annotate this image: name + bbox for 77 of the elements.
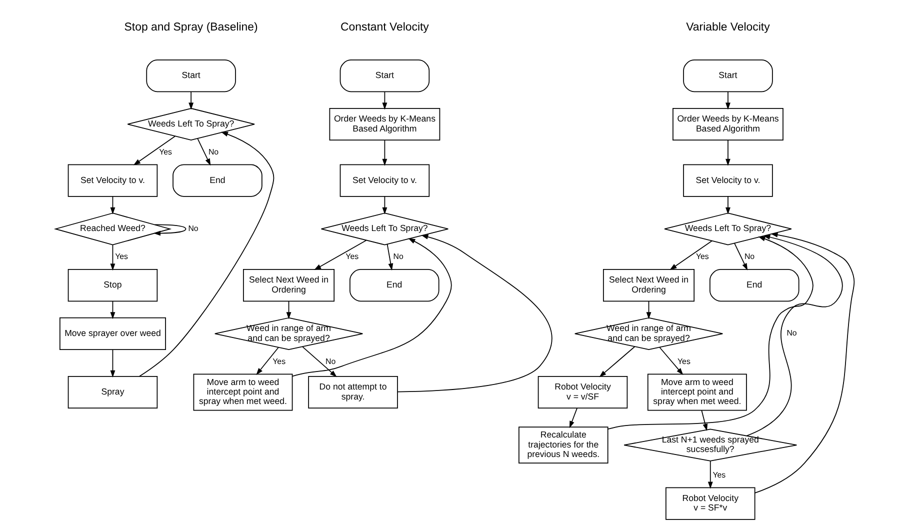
- arrow: [110, 349, 116, 378]
- arrow: [386, 244, 394, 271]
- arrow: [607, 236, 814, 430]
- edge-label: Yes: [712, 470, 726, 480]
- node-box: End: [350, 269, 440, 302]
- arrow: [659, 347, 684, 376]
- node-box: Set Velocity to v.: [340, 164, 430, 197]
- node-diamond: Reached Weed?: [54, 212, 172, 246]
- label: Constant Velocity: [340, 21, 429, 34]
- edge-label: Yes: [115, 252, 128, 262]
- arrow: [726, 196, 730, 214]
- node-box: Select Next Weed in Ordering: [243, 269, 335, 302]
- arrow: [382, 196, 388, 214]
- node-box: Start: [146, 60, 236, 92]
- arrow: [599, 346, 636, 378]
- arrow: [314, 240, 367, 270]
- node-box: Start: [340, 60, 430, 92]
- arrow: [110, 300, 116, 320]
- edge-label: No: [786, 328, 797, 338]
- node-box: Spray: [68, 376, 158, 409]
- node-box: Set Velocity to v.: [68, 164, 158, 197]
- edge-label: No: [208, 147, 219, 156]
- node-box: Select Next Weed in Ordering: [603, 269, 695, 302]
- arrow: [133, 136, 176, 166]
- arrow: [110, 196, 116, 214]
- edge-label: Yes: [696, 252, 709, 262]
- arrow: [256, 347, 279, 376]
- node-box: Robot Velocity v = SF*v: [665, 487, 756, 520]
- arrow: [382, 140, 388, 166]
- arrow: [292, 238, 452, 377]
- label: Variable Velocity: [686, 21, 770, 34]
- arrow: [726, 140, 730, 166]
- arrow: [153, 224, 186, 236]
- arrow: [188, 91, 194, 110]
- node-box: Recalculate trajectories for the previous N weeds.: [518, 426, 608, 464]
- node-box: Set Velocity to v.: [683, 164, 773, 197]
- edge-label: No: [326, 356, 336, 366]
- arrow: [746, 234, 843, 436]
- edge-label: Yes: [346, 252, 359, 262]
- node-box: Stop: [68, 269, 158, 302]
- node-box: End: [710, 269, 800, 302]
- node-box: Robot Velocity v = v/SF: [538, 376, 628, 409]
- edge-label: No: [188, 224, 198, 233]
- edge-label: Yes: [159, 147, 172, 156]
- label: Stop and Spray (Baseline): [124, 21, 258, 34]
- arrow: [726, 91, 730, 110]
- arrow: [754, 232, 855, 494]
- node-box: Order Weeds by K-Means Based Algorithm: [329, 108, 440, 141]
- edge-label: No: [393, 252, 404, 262]
- node-diamond: Weeds Left To Spray?: [127, 108, 255, 141]
- arrow: [286, 300, 292, 320]
- node-diamond: Weeds Left To Spray?: [664, 212, 792, 246]
- node-diamond: Weed in range of arm and can be sprayed?: [574, 317, 724, 350]
- node-box: Do not attempt to spray.: [308, 376, 398, 409]
- arrow: [110, 244, 116, 271]
- node-diamond: Weed in range of arm and can be sprayed?: [214, 317, 364, 350]
- node-box: Move sprayer over weed: [59, 317, 166, 350]
- arrow: [138, 132, 274, 377]
- arrow: [197, 138, 211, 166]
- edge-label: Yes: [678, 356, 690, 366]
- node-box: End: [172, 164, 262, 197]
- arrow: [734, 242, 748, 270]
- edge-label: Yes: [272, 356, 286, 366]
- node-diamond: Last N+1 weeds sprayed sucsesfully?: [624, 428, 798, 462]
- arrow: [302, 346, 337, 378]
- node-box: Move arm to weed intercept point and spray when met weed.: [193, 374, 293, 411]
- arrow: [382, 91, 388, 110]
- node-box: Start: [683, 60, 773, 92]
- arrow: [646, 300, 652, 320]
- arrow: [670, 240, 712, 270]
- node-box: Order Weeds by K-Means Based Algorithm: [672, 108, 784, 141]
- node-box: Move arm to weed intercept point and spray when met weed.: [647, 374, 747, 411]
- arrow: [397, 234, 552, 392]
- arrow: [708, 460, 713, 489]
- arrow: [701, 410, 708, 431]
- edge-label: No: [744, 252, 755, 262]
- arrow: [569, 408, 578, 428]
